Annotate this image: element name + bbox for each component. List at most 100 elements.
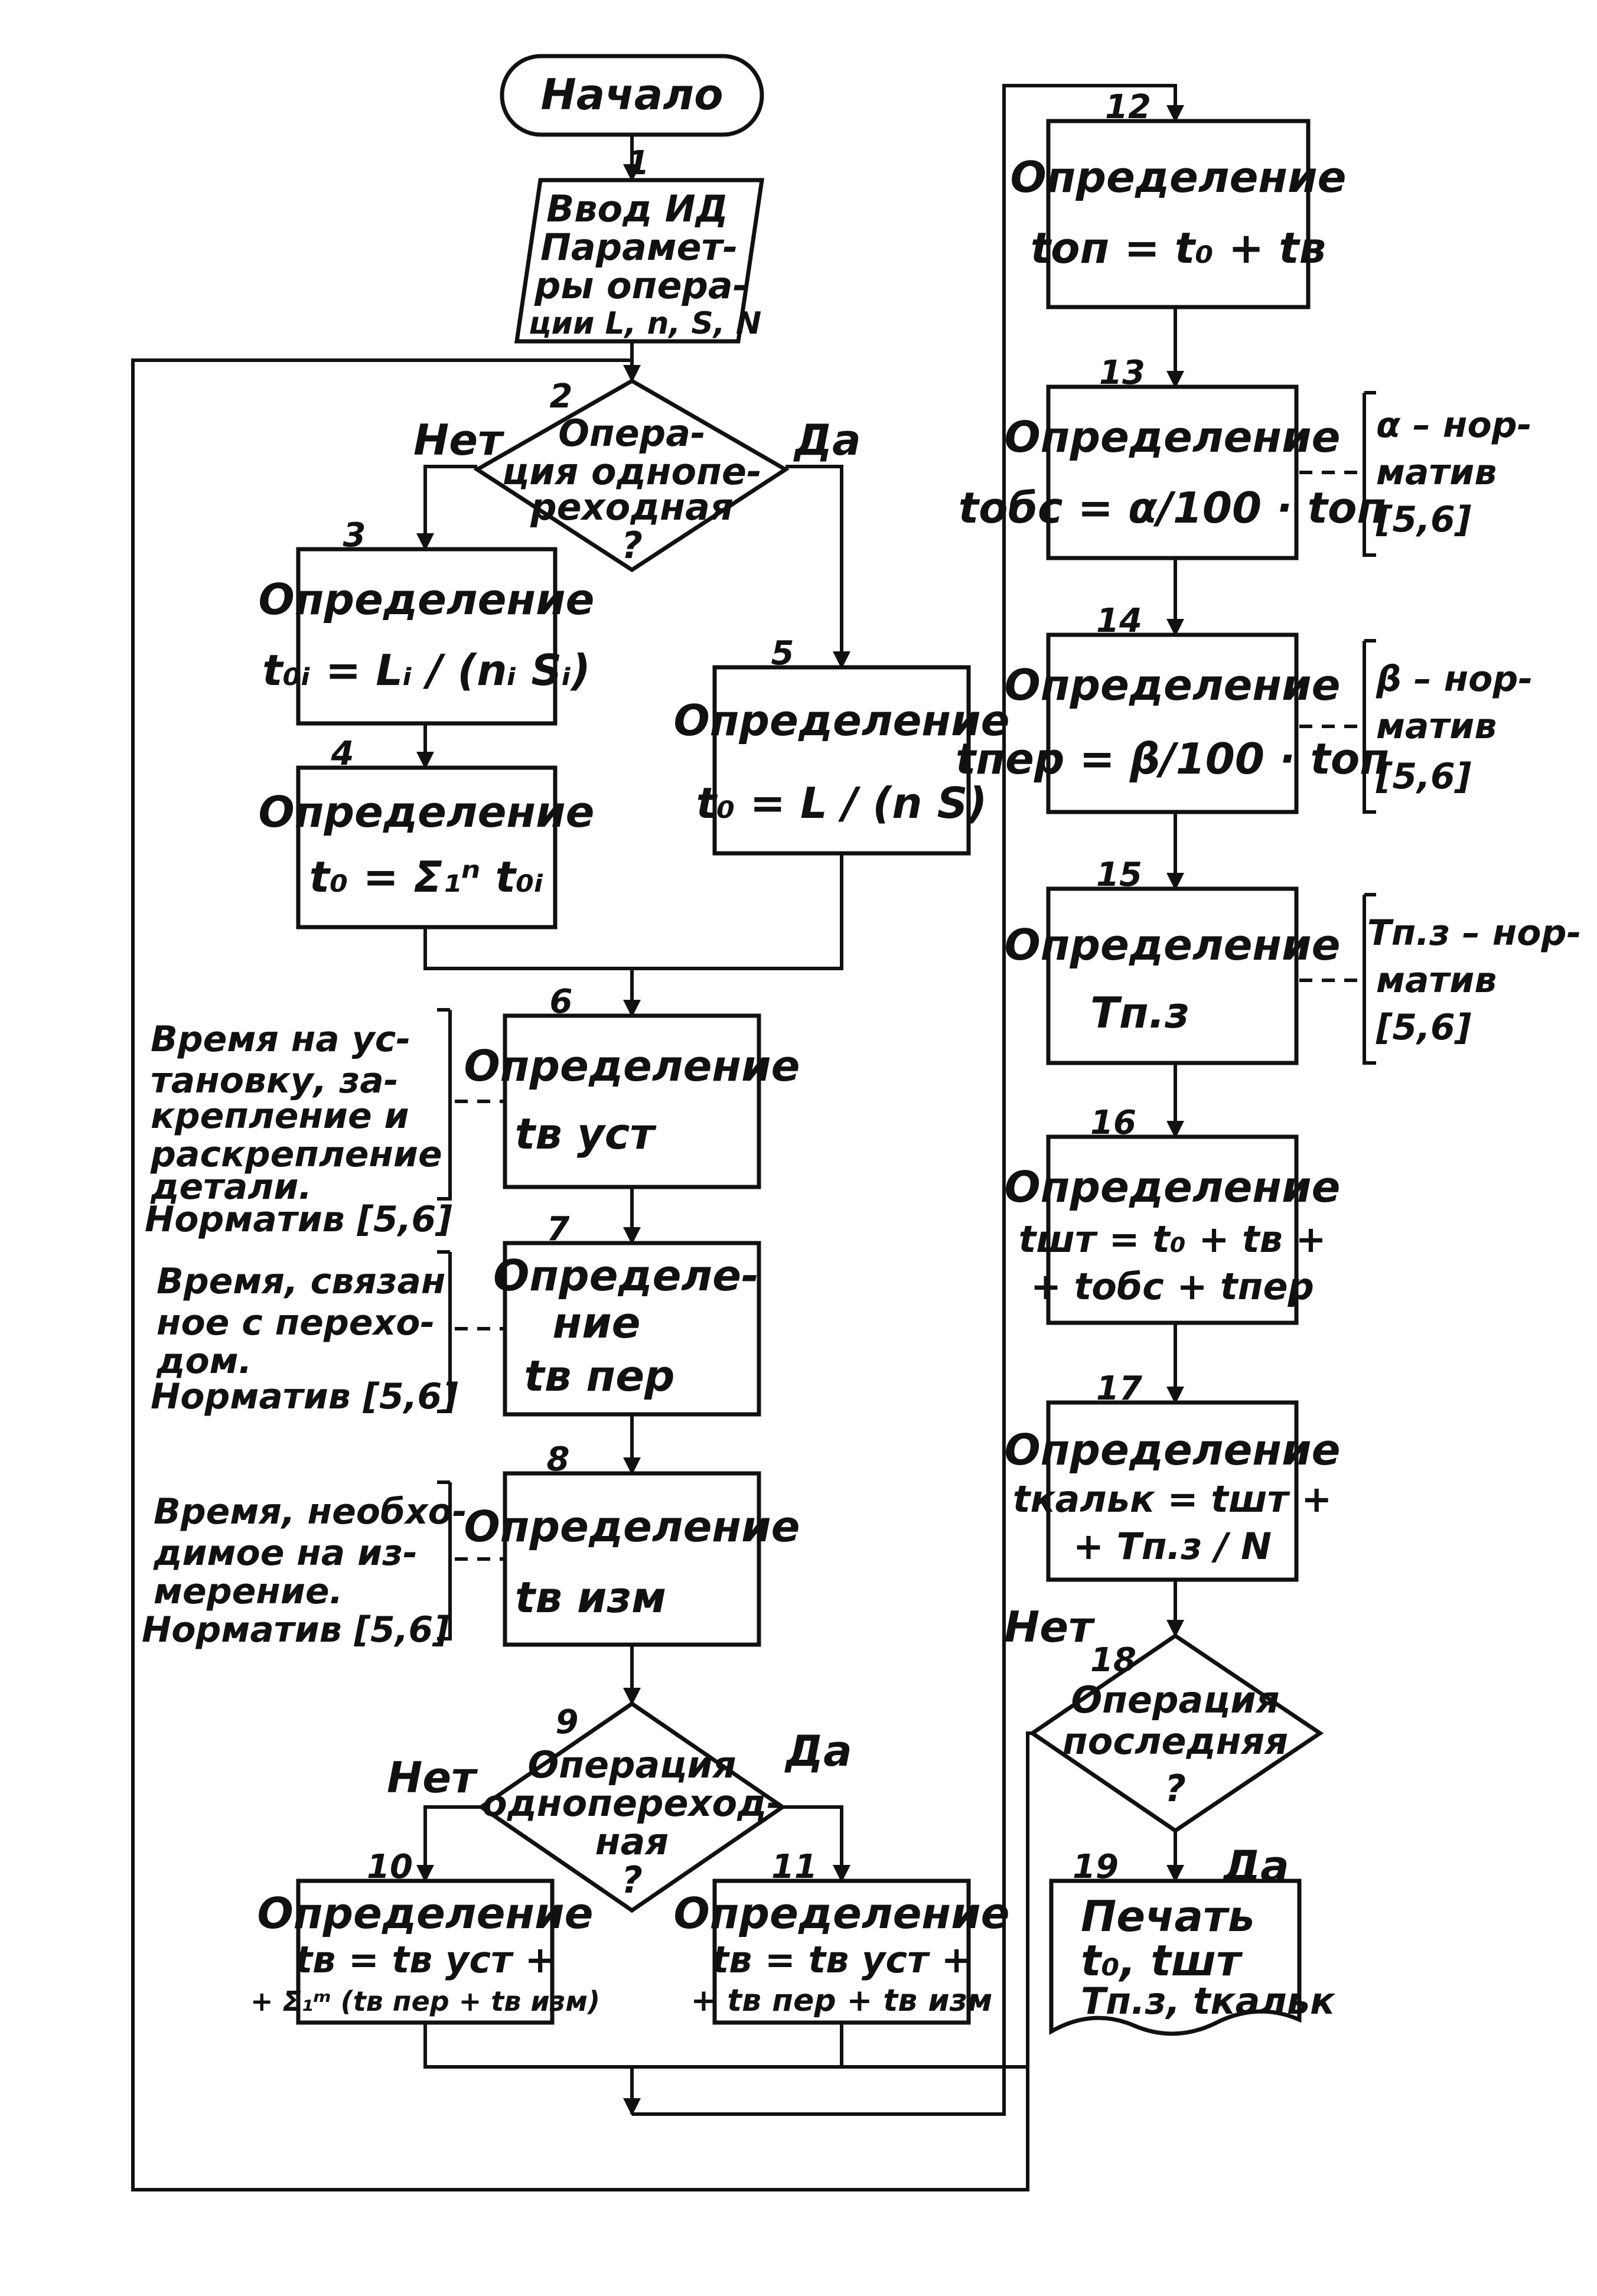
svg-text:β – нор-: β – нор- (1376, 658, 1533, 700)
svg-text:Начало: Начало (540, 70, 723, 119)
note-6-setup-time: Время на ус- тановку, за- крепление и ра… (145, 1019, 452, 1240)
block-5-process: 5 Определение t₀ = L / (n S) (674, 634, 1009, 856)
svg-text:11: 11 (771, 1848, 817, 1886)
svg-text:1: 1 (627, 144, 650, 182)
block-1-input: 1 Ввод ИД Парамет- ры опера- ции L, n, S… (514, 144, 765, 344)
svg-text:Определе-: Определе- (493, 1251, 759, 1300)
svg-text:[5,6]: [5,6] (1376, 1007, 1471, 1048)
start-terminal: Начало (500, 54, 764, 137)
svg-text:+ Σ₁ᵐ (tв пер + tв изм): + Σ₁ᵐ (tв пер + tв изм) (250, 1985, 600, 2017)
svg-text:7: 7 (547, 1210, 570, 1248)
svg-text:Определение: Определение (1005, 660, 1341, 710)
svg-text:tв = tв уст +: tв = tв уст + (711, 1938, 972, 1981)
block-10-process: 10 Определение tв = tв уст + + Σ₁ᵐ (tв п… (250, 1848, 600, 2025)
svg-text:16: 16 (1090, 1104, 1136, 1142)
svg-text:Определение: Определение (674, 1889, 1010, 1938)
block-14-process: 14 Определение tпер = β/100 · tоп (956, 602, 1389, 814)
svg-text:Норматив [5,6]: Норматив [5,6] (151, 1376, 458, 1417)
svg-text:19: 19 (1073, 1848, 1119, 1886)
svg-text:tшт = t₀ + tв +: tшт = t₀ + tв + (1019, 1218, 1327, 1261)
svg-text:Время на ус-: Время на ус- (151, 1019, 410, 1060)
block-13-process: 13 Определение tобс = α/100 · tоп (959, 354, 1386, 560)
note-7-transition-time: Время, связан ное с перехо- дом. Нормати… (151, 1261, 458, 1417)
svg-text:крепление и: крепление и (151, 1095, 409, 1137)
svg-text:ция однопе-: ция однопе- (502, 450, 762, 493)
svg-text:18: 18 (1090, 1641, 1136, 1679)
svg-text:Определение: Определение (1005, 1162, 1341, 1212)
svg-text:Определение: Определение (258, 1889, 594, 1938)
svg-text:Определение: Определение (259, 575, 595, 624)
svg-text:матив: матив (1376, 960, 1497, 1001)
svg-text:раскрепление: раскрепление (150, 1134, 442, 1175)
decision-9-no-label: Нет (387, 1753, 478, 1802)
svg-text:димое на из-: димое на из- (153, 1532, 418, 1574)
svg-text:Печать: Печать (1081, 1891, 1254, 1941)
svg-text:Tп.з, tкальк: Tп.з, tкальк (1081, 1979, 1336, 2023)
block-3-process: 3 Определение t₀ᵢ = Lᵢ / (nᵢ Sᵢ) (259, 516, 595, 726)
svg-text:Tп.з – нор-: Tп.з – нор- (1367, 912, 1581, 954)
svg-text:однопереход-: однопереход- (482, 1782, 782, 1825)
block-9-decision: 9 Операция однопереход- ная ? Нет Да (387, 1701, 852, 1913)
block-7-process: 7 Определе- ние tв пер (493, 1210, 761, 1417)
svg-text:t₀ = Σ₁ⁿ t₀ᵢ: t₀ = Σ₁ⁿ t₀ᵢ (309, 852, 544, 902)
svg-text:Норматив [5,6]: Норматив [5,6] (145, 1199, 452, 1240)
svg-text:t₀, tшт: t₀, tшт (1081, 1936, 1243, 1985)
svg-text:14: 14 (1096, 602, 1142, 640)
note-14-beta: β – нор- матив [5,6] (1376, 658, 1533, 797)
svg-text:4: 4 (331, 735, 354, 773)
svg-text:2: 2 (550, 377, 573, 416)
block-18-decision: 18 Операция последняя ? Нет Да (1004, 1602, 1324, 1891)
svg-text:тановку, за-: тановку, за- (151, 1060, 399, 1101)
note-15-tpz: Tп.з – нор- матив [5,6] (1367, 912, 1581, 1048)
svg-text:tв пер: tв пер (524, 1351, 674, 1401)
decision-18-no-label: Нет (1004, 1602, 1096, 1652)
svg-text:?: ? (621, 1858, 643, 1902)
svg-text:последняя: последняя (1063, 1720, 1288, 1763)
block-15-process: 15 Определение Tп.з (1005, 856, 1341, 1065)
svg-text:дом.: дом. (156, 1341, 252, 1382)
svg-text:8: 8 (547, 1440, 570, 1479)
loop-back-line (131, 358, 1029, 2191)
decision-2-no-label: Нет (413, 415, 505, 465)
connectors (131, 84, 1376, 2191)
svg-text:6: 6 (550, 983, 573, 1021)
svg-text:ние: ние (552, 1298, 640, 1348)
svg-text:ции L, n, S, N: ции L, n, S, N (529, 306, 761, 341)
svg-text:Определение: Определение (464, 1041, 800, 1091)
svg-text:ная: ная (595, 1820, 669, 1863)
svg-text:3: 3 (343, 516, 366, 555)
block-17-process: 17 Определение tкальк = tшт + + Tп.з / N (1005, 1369, 1340, 1582)
svg-text:17: 17 (1096, 1369, 1142, 1408)
svg-text:Определение: Определение (259, 787, 595, 837)
svg-text:Операция: Операция (1071, 1678, 1279, 1721)
svg-text:5: 5 (771, 634, 794, 673)
svg-text:+ tв пер + tв изм: + tв пер + tв изм (691, 1983, 993, 2018)
block-12-process: 12 Определение tоп = t₀ + tв (1011, 88, 1346, 309)
svg-text:Операция: Операция (527, 1743, 736, 1786)
svg-text:tобс = α/100 · tоп: tобс = α/100 · tоп (959, 483, 1386, 533)
svg-text:ное с перехо-: ное с перехо- (157, 1302, 435, 1343)
svg-text:Опера-: Опера- (558, 412, 706, 455)
svg-text:10: 10 (367, 1848, 413, 1886)
svg-text:матив: матив (1376, 452, 1497, 493)
svg-text:12: 12 (1105, 88, 1151, 126)
block-4-process: 4 Определение t₀ = Σ₁ⁿ t₀ᵢ (259, 735, 595, 930)
block-19-print-output: 19 Печать t₀, tшт Tп.з, tкальк (1049, 1848, 1336, 2036)
svg-text:детали.: детали. (150, 1166, 312, 1208)
svg-text:матив: матив (1376, 706, 1497, 747)
svg-text:Tп.з: Tп.з (1090, 988, 1189, 1038)
svg-text:t₀ = L / (n S): t₀ = L / (n S) (696, 778, 987, 828)
svg-text:Определение: Определение (1005, 412, 1341, 462)
svg-text:Определение: Определение (1005, 920, 1341, 970)
svg-text:tв изм: tв изм (515, 1573, 666, 1622)
block-16-process: 16 Определение tшт = t₀ + tв + + tобс + … (1005, 1104, 1341, 1325)
svg-text:9: 9 (556, 1703, 579, 1741)
svg-text:13: 13 (1099, 354, 1145, 392)
svg-text:ры опера-: ры опера- (534, 264, 748, 307)
svg-text:+ tобс + tпер: + tобс + tпер (1031, 1265, 1314, 1308)
block-2-decision: 2 Опера- ция однопе- реходная ? Нет Да (413, 377, 861, 573)
svg-text:tв = tв уст +: tв = tв уст + (295, 1938, 555, 1981)
note-8-measurement-time: Время, необхо- димое на из- мерение. Нор… (142, 1491, 467, 1651)
svg-text:?: ? (1165, 1767, 1186, 1810)
